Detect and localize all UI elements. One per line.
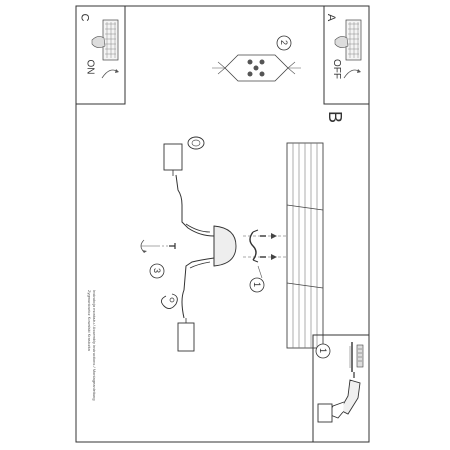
caption-line-1: Instrukcja montażu / Assembly instructio… bbox=[92, 290, 97, 401]
screw-rotation bbox=[140, 239, 176, 253]
mounting-bracket bbox=[249, 229, 259, 263]
panel-c-state: ON bbox=[84, 59, 96, 75]
panel-c bbox=[75, 5, 126, 105]
panel-c-letter: C bbox=[78, 13, 91, 22]
switch-lamp-icon-a bbox=[334, 19, 362, 61]
step-3-marker bbox=[149, 263, 165, 279]
panel-a-letter: A bbox=[325, 13, 338, 22]
panel-a-state: OFF bbox=[331, 59, 342, 79]
step-3-number: 3 bbox=[152, 267, 163, 274]
drill-icon bbox=[317, 372, 361, 423]
step-1-number: 1 bbox=[252, 281, 263, 288]
ceiling-plank bbox=[286, 142, 324, 349]
mounting-screws bbox=[243, 233, 287, 260]
step-2-number: 2 bbox=[279, 39, 290, 46]
caption-line-2: Zygmuntowicz Kowalski Krasiczka bbox=[87, 290, 92, 351]
step-1-marker bbox=[249, 277, 265, 293]
drill-step-marker bbox=[315, 343, 331, 359]
lamp-arm-bottom bbox=[161, 257, 215, 352]
connector-block bbox=[212, 54, 301, 82]
drill-step-number: 1 bbox=[318, 347, 329, 354]
panel-a bbox=[323, 5, 370, 105]
switch-lamp-icon-c bbox=[91, 19, 119, 61]
canopy bbox=[213, 225, 237, 267]
section-b-letter: B bbox=[325, 110, 346, 124]
lamp-arm-top bbox=[163, 136, 215, 237]
drill-panel bbox=[312, 334, 370, 443]
step-2-marker bbox=[276, 35, 292, 51]
page-border bbox=[75, 5, 370, 443]
